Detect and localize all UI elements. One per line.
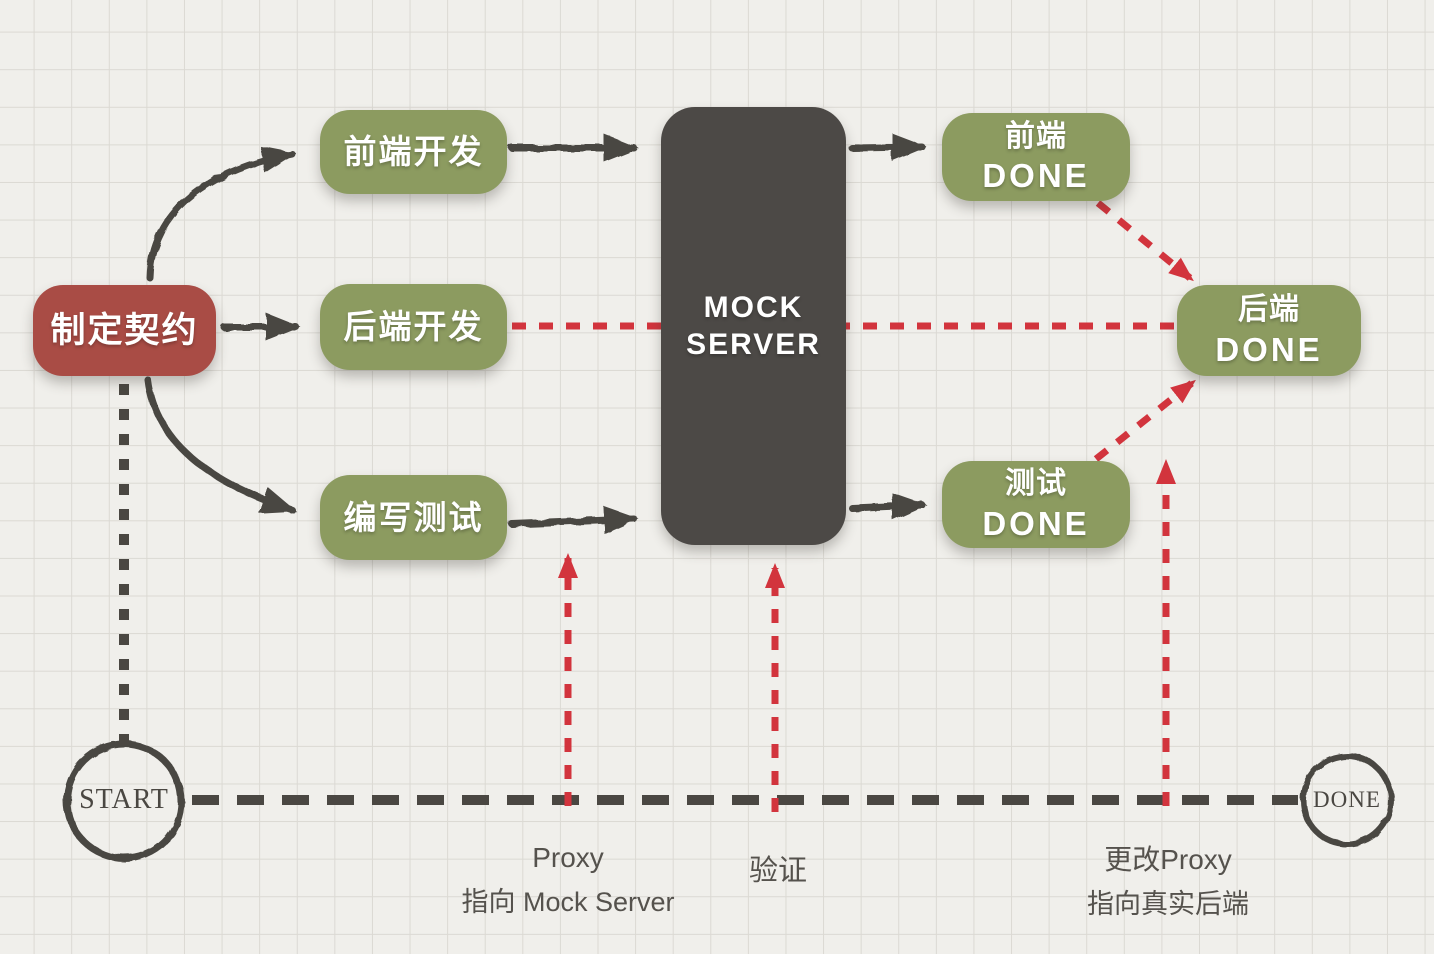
- done-circle: [1300, 753, 1394, 847]
- red-dashed-test-done-to-backend-done: [1093, 379, 1196, 462]
- node-backend-done-line1: 后端: [1238, 293, 1300, 327]
- start-circle-label: START: [79, 784, 169, 815]
- arrow-mock-server-to-frontend-done: [848, 133, 927, 162]
- node-frontend-dev: 前端开发: [320, 110, 507, 194]
- node-test-done-line1: 测试: [1005, 467, 1067, 501]
- node-test-done: 测试 DONE: [942, 461, 1130, 548]
- node-mock-server: MOCK SERVER: [661, 107, 846, 545]
- red-dashed-frontend-done-to-backend-done: [1095, 200, 1194, 282]
- arrow-contract-to-frontend-dev: [146, 145, 297, 282]
- done-circle-label: DONE: [1313, 787, 1381, 812]
- annotation-verify-label: 验证: [748, 855, 807, 887]
- node-test-done-line2: DONE: [982, 504, 1090, 542]
- node-backend-dev: 后端开发: [320, 284, 507, 370]
- node-mock-server-line2: SERVER: [686, 328, 821, 361]
- node-write-tests-label: 编写测试: [343, 498, 484, 536]
- node-contract-label: 制定契约: [50, 310, 199, 350]
- node-contract: 制定契约: [33, 285, 216, 376]
- annotation-proxy-to-mock-server: Proxy 指向 Mock Server: [420, 836, 716, 924]
- node-backend-done: 后端 DONE: [1177, 285, 1361, 376]
- node-frontend-done-line1: 前端: [1005, 119, 1067, 153]
- node-frontend-done-line2: DONE: [982, 157, 1090, 195]
- annotation-proxy-to-real-backend-line1: 更改Proxy: [1104, 844, 1232, 875]
- arrow-write-tests-to-mock-server: [508, 506, 639, 535]
- node-backend-dev-label: 后端开发: [343, 308, 484, 346]
- node-frontend-dev-label: 前端开发: [343, 133, 484, 171]
- node-mock-server-line1: MOCK: [703, 290, 804, 324]
- annotation-proxy-to-real-backend-line2: 指向真实后端: [1087, 888, 1249, 919]
- annotation-proxy-to-mock-server-line2: 指向 Mock Server: [461, 886, 675, 917]
- node-write-tests: 编写测试: [320, 475, 507, 560]
- arrow-mock-server-to-test-done: [848, 492, 927, 521]
- node-frontend-done: 前端 DONE: [942, 113, 1130, 201]
- annotation-proxy-to-real-backend: 更改Proxy 指向真实后端: [1020, 838, 1316, 926]
- arrow-contract-to-write-tests: [144, 376, 297, 514]
- annotation-proxy-to-mock-server-line1: Proxy: [532, 842, 604, 873]
- annotation-verify: 验证: [718, 848, 838, 894]
- node-backend-done-line2: DONE: [1215, 330, 1323, 368]
